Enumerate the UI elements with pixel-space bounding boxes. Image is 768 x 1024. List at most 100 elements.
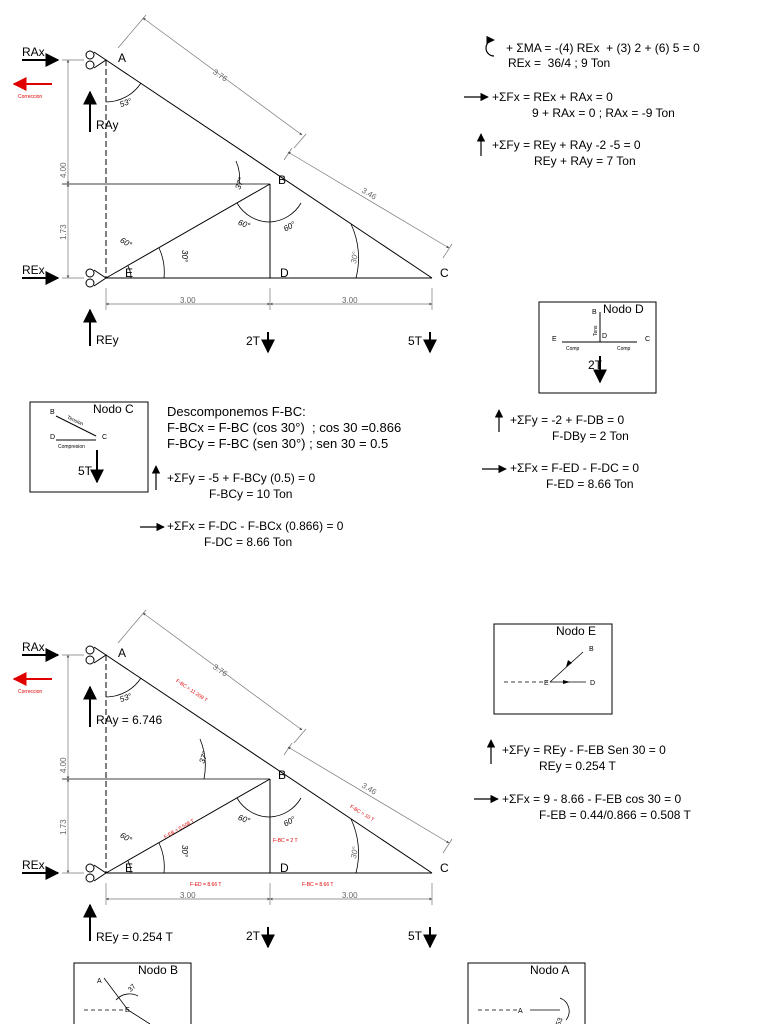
diagram-labels-2: RAx RAy = 6.746 REx REy = 0.254 T Correc… [18,640,449,944]
support-a-2 [85,645,107,665]
nodo-d-d: D [602,333,607,340]
dim-ab: 3.76 [211,67,229,83]
angle-53: 53° [119,96,134,109]
nodo-d-load: 2T [588,358,603,372]
dim-ab-2: 3.76 [211,662,229,678]
dim-bc: 3.46 [360,186,378,202]
angle-60-b-right-2: 60° [282,814,298,828]
label-rax-2: RAx [22,640,45,654]
nodo-c-compresion: Compresion [58,444,85,450]
angle-53-2: 53° [119,691,134,704]
load-d-label: 2T [246,334,261,348]
angle-labels: 53° 37° 60° 30° 60° 60° 30° [119,96,361,264]
sum-fx-equation: +ΣFx = REx + RAx = 0 [492,90,613,104]
angle-30-c-2: 30° [349,845,360,859]
label-rex-2: REx [22,858,45,872]
diagram-labels: RAx RAy REx REy Correccion A B C D E 2T … [18,45,449,348]
reaction-arrows [22,53,437,354]
dim-ed: 3.00 [180,296,196,305]
nodo-b-title: Nodo B [138,963,178,977]
nodo-e-e: E [544,680,549,687]
angle-37: 37° [233,175,246,190]
angle-60-e-2: 60° [119,831,135,845]
nodo-a-box: Nodo A A 53 [467,962,586,1024]
member-a-c [105,59,433,279]
member-e-b-2 [105,778,271,874]
angle-arcs [105,82,359,279]
nodo-c-fx-result: F-DC = 8.66 Ton [204,535,293,549]
nodo-a-a: A [518,1008,523,1015]
nodo-d-comp-right: Comp [617,346,631,352]
nodo-d-fx-equation: +ΣFx = F-ED - F-DC = 0 [510,461,640,475]
force-ed: F-ED = 8.66 T [190,882,221,888]
dimension-labels: 3.76 3.46 4.00 1.73 3.00 3.00 [59,67,379,305]
nodo-b-e: E [125,1007,130,1014]
nodo-c-fy-result: F-BCy = 10 Ton [209,487,293,501]
node-a-label-2: A [118,646,126,660]
sum-fy-result: REy + RAy = 7 Ton [534,154,636,168]
dim-dc-2: 3.00 [342,891,358,900]
nodo-d-tens: Tens [593,325,599,336]
nodo-d-c: C [645,336,650,343]
nodo-e-fy-result: REy = 0.254 T [539,759,616,773]
dim-ed-2: 3.00 [180,891,196,900]
dim-bc-2: 3.46 [360,781,378,797]
moment-result: REx = 36/4 ; 9 Ton [508,56,611,70]
dimension-lines-2 [62,609,453,905]
dim-h1: 4.00 [59,162,68,178]
member-a-c-2 [105,654,433,874]
node-d-label-2: D [280,861,289,875]
nodo-c-title: Nodo C [93,402,134,416]
nodo-d-comp-left: Comp [566,346,580,352]
dim-h1-2: 4.00 [59,757,68,773]
nodo-c-fy-equation: +ΣFy = -5 + F-BCy (0.5) = 0 [167,471,316,485]
angle-60-b-left: 60° [237,218,252,231]
nodo-d-e: E [552,336,557,343]
nodo-b-a: A [97,978,102,985]
dimension-labels-2: 3.76 3.46 4.00 1.73 3.00 3.00 [59,662,379,900]
angle-60-b-left-2: 60° [237,813,252,826]
node-b-label: B [278,173,286,187]
sum-fx-result: 9 + RAx = 0 ; RAx = -9 Ton [532,106,675,120]
angle-60-b-right: 60° [282,219,298,233]
nodo-a-angle: 53 [555,1017,564,1024]
angle-30-e: 30° [180,250,189,263]
angle-37-2: 37° [197,749,210,764]
node-e-label: E [125,266,133,280]
label-ray-2: RAy = 6.746 [96,713,162,727]
nodo-d-title: Nodo D [603,302,644,316]
nodo-e-d: D [590,680,595,687]
label-ray: RAy [96,118,118,132]
nodo-e-fy-equation: +ΣFy = REy - F-EB Sen 30 = 0 [502,743,666,757]
nodo-d-box: Nodo D 2T B D E C Tens Comp Comp [538,301,657,394]
label-correction-2: Correccion [18,689,42,695]
node-e-label-2: E [125,861,133,875]
dim-h2: 1.73 [59,224,68,240]
label-rex: REx [22,263,45,277]
sum-fy-equation: +ΣFy = REy + RAy -2 -5 = 0 [492,138,641,152]
nodo-c-desc-sin: F-BCy = F-BC (sen 30°) ; sen 30 = 0.5 [167,436,389,451]
nodo-c-fx-equation: +ΣFx = F-DC - F-BCx (0.866) = 0 [167,519,344,533]
label-rey: REy [96,333,119,347]
member-force-labels: F-BC = 11.209 T F-EB = 0.508 T F-BC = 2 … [163,678,375,888]
load-c-label-2: 5T [408,929,423,943]
nodo-d-fy-result: F-DBy = 2 Ton [552,429,629,443]
nodo-e-box: Nodo E B E D [493,623,613,715]
moment-equation: + ΣMA = -(4) REx + (3) 2 + (6) 5 = 0 [506,41,700,55]
nodo-e-title: Nodo E [556,624,596,638]
label-rey-2: REy = 0.254 T [96,930,173,944]
nodo-d-fx-result: F-ED = 8.66 Ton [546,477,634,491]
nodo-a-title: Nodo A [530,963,569,977]
angle-30-c: 30° [349,250,360,264]
angle-60-e: 60° [119,236,135,250]
nodo-c-box: Nodo C 5T B D C Tension Compresion [29,401,149,493]
nodo-d-arrows [482,409,507,474]
dim-h2-2: 1.73 [59,819,68,835]
node-c-label: C [440,266,449,280]
label-correction: Correccion [18,94,42,100]
nodo-e-arrows [474,739,499,804]
nodo-c-c: C [102,434,107,441]
node-d-label: D [280,266,289,280]
dimension-lines [62,14,453,310]
nodo-d-fy-equation: +ΣFy = -2 + F-DB = 0 [510,413,625,427]
